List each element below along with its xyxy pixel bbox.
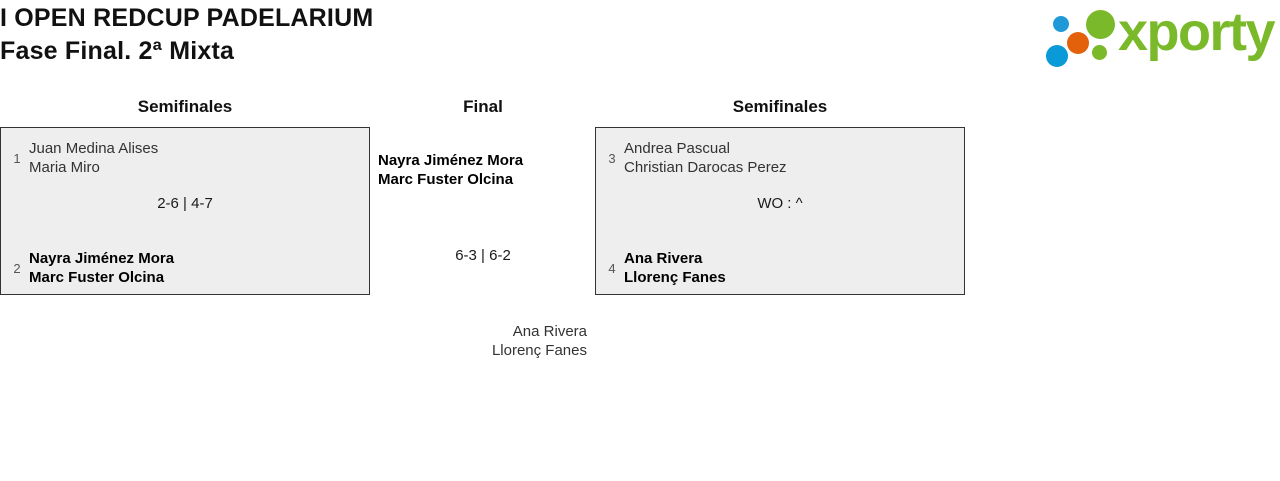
player-name-1: Nayra Jiménez Mora xyxy=(29,250,175,267)
player-name-2: Christian Darocas Perez xyxy=(624,159,787,176)
seed-number: 4 xyxy=(608,260,616,276)
match-semifinal-right[interactable]: 3 Andrea Pascual Christian Darocas Perez… xyxy=(595,127,965,295)
logo-dot-blue-bottom-icon xyxy=(1046,45,1068,67)
match-score-semifinal-right: WO : ^ xyxy=(757,195,803,212)
logo-dot-blue-top-icon xyxy=(1053,16,1069,32)
match-score-semifinal-left: 2-6 | 4-7 xyxy=(157,195,213,212)
team-players: Andrea Pascual Christian Darocas Perez xyxy=(624,139,787,177)
final-runnerup-team[interactable]: Ana Rivera Llorenç Fanes xyxy=(387,322,587,360)
match-semifinal-left[interactable]: 1 Juan Medina Alises Maria Miro 2-6 | 4-… xyxy=(0,127,370,295)
xporty-logo[interactable]: xporty xyxy=(1036,2,1276,67)
player-name-2: Llorenç Fanes xyxy=(624,269,726,286)
team-seed-1[interactable]: 1 Juan Medina Alises Maria Miro xyxy=(9,139,158,177)
player-name-2: Marc Fuster Olcina xyxy=(29,269,165,286)
player-name-1: Andrea Pascual xyxy=(624,140,730,157)
page-header: I OPEN REDCUP PADELARIUM Fase Final. 2ª … xyxy=(0,0,1280,80)
round-header-semifinals-left: Semifinales xyxy=(137,97,233,116)
team-seed-4[interactable]: 4 Ana Rivera Llorenç Fanes xyxy=(604,249,726,287)
team-players: Ana Rivera Llorenç Fanes xyxy=(624,249,726,287)
logo-dot-green-large-icon xyxy=(1086,10,1115,39)
team-seed-2[interactable]: 2 Nayra Jiménez Mora Marc Fuster Olcina xyxy=(9,249,174,287)
logo-wordmark: xporty xyxy=(1118,2,1276,62)
team-players: Juan Medina Alises Maria Miro xyxy=(29,139,158,177)
tournament-title: I OPEN REDCUP PADELARIUM xyxy=(0,4,374,32)
team-players: Nayra Jiménez Mora Marc Fuster Olcina xyxy=(29,249,174,287)
phase-title: Fase Final. 2ª Mixta xyxy=(0,37,235,65)
player-name-2: Maria Miro xyxy=(29,159,100,176)
player-name-2: Llorenç Fanes xyxy=(491,342,587,359)
seed-number: 2 xyxy=(13,260,21,276)
page-title: I OPEN REDCUP PADELARIUM Fase Final. 2ª … xyxy=(0,2,373,68)
logo-dots-icon xyxy=(1042,8,1118,67)
final-winner-team[interactable]: Nayra Jiménez Mora Marc Fuster Olcina xyxy=(378,151,523,189)
seed-number: 1 xyxy=(13,150,21,166)
player-name-1: Ana Rivera xyxy=(512,323,587,340)
player-name-2: Marc Fuster Olcina xyxy=(378,171,514,188)
player-name-1: Nayra Jiménez Mora xyxy=(378,152,524,169)
logo-dot-orange-icon xyxy=(1067,32,1089,54)
match-score-final: 6-3 | 6-2 xyxy=(455,247,511,264)
seed-number: 3 xyxy=(608,150,616,166)
player-name-1: Ana Rivera xyxy=(624,250,703,267)
round-header-semifinals-right: Semifinales xyxy=(732,97,828,116)
round-header-final: Final xyxy=(463,97,503,116)
player-name-1: Juan Medina Alises xyxy=(29,140,159,157)
logo-dot-green-small-icon xyxy=(1092,45,1107,60)
team-seed-3[interactable]: 3 Andrea Pascual Christian Darocas Perez xyxy=(604,139,787,177)
